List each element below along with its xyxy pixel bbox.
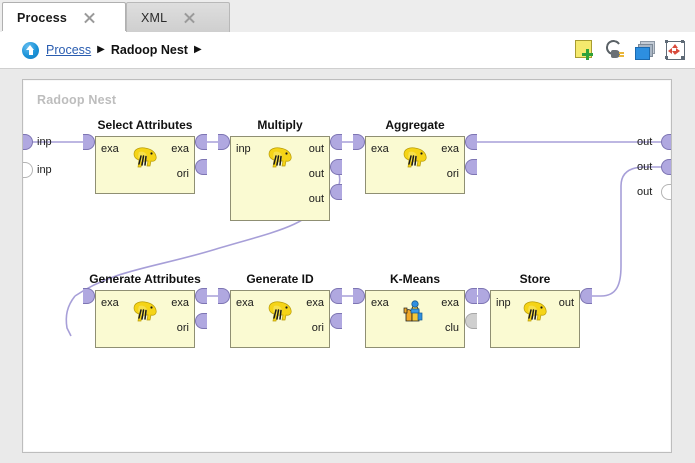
breadcrumb-separator-icon: ▶ — [97, 44, 105, 55]
input-port-label: exa — [371, 143, 389, 155]
nest-input-port-2-label: inp — [37, 164, 52, 176]
operator-output-port[interactable] — [465, 288, 477, 304]
process-toolbar — [574, 38, 685, 60]
breadcrumb-current: Radoop Nest — [110, 43, 188, 57]
operator-title: Generate ID — [246, 272, 314, 286]
operator-output-port[interactable] — [330, 159, 342, 175]
breadcrumb: Process ▶ Radoop Nest ▶ — [22, 40, 208, 60]
connect-ports-button[interactable] — [604, 38, 625, 60]
operator-title: Aggregate — [385, 118, 445, 132]
clustering-icon — [400, 299, 430, 325]
operator-title: K-Means — [389, 272, 440, 286]
operator-title: Multiply — [257, 118, 303, 132]
input-port-label: exa — [101, 297, 119, 309]
output-port-label: out — [308, 143, 324, 155]
operator-title: Generate Attributes — [89, 272, 201, 286]
nest-input-port-1-label: inp — [37, 136, 52, 148]
new-operator-button[interactable] — [574, 39, 595, 60]
input-port-label: inp — [236, 143, 251, 155]
breadcrumb-bar: Process ▶ Radoop Nest ▶ — [0, 32, 695, 69]
input-port-label: exa — [236, 297, 254, 309]
input-port-label: inp — [496, 297, 511, 309]
operator-output-port[interactable] — [330, 288, 342, 304]
output-port-label: exa — [306, 297, 324, 309]
operator-output-port[interactable] — [465, 134, 477, 150]
output-port-label: clu — [444, 322, 459, 334]
hadoop-elephant-icon — [265, 299, 295, 325]
operator-input-port[interactable] — [353, 288, 365, 304]
operator-output-port[interactable] — [465, 313, 477, 329]
operator-output-port[interactable] — [195, 134, 207, 150]
output-port-label: ori — [176, 322, 189, 334]
active-tab-underline — [2, 31, 126, 33]
operator-body[interactable]: exa exa ori — [95, 290, 195, 348]
breadcrumb-separator-icon: ▶ — [193, 44, 202, 55]
hadoop-elephant-icon — [520, 299, 550, 325]
output-port-label: exa — [171, 143, 189, 155]
tab-xml[interactable]: XML — [126, 2, 230, 32]
output-port-label: ori — [311, 322, 324, 334]
operator-body[interactable]: exa exa ori — [95, 136, 195, 194]
hadoop-elephant-icon — [130, 299, 160, 325]
output-port-label: exa — [441, 297, 459, 309]
input-port-label: exa — [371, 297, 389, 309]
output-port-label: out — [558, 297, 574, 309]
operator-output-port[interactable] — [580, 288, 592, 304]
nest-output-port-2-label: out — [637, 161, 653, 173]
operator-body[interactable]: inp out out out — [230, 136, 330, 221]
operator-output-port[interactable] — [330, 313, 342, 329]
breadcrumb-root-link[interactable]: Process — [46, 43, 92, 57]
output-port-label: out — [308, 193, 324, 205]
output-port-label: ori — [176, 168, 189, 180]
operator-input-port[interactable] — [353, 134, 365, 150]
output-port-label: ori — [446, 168, 459, 180]
hadoop-elephant-icon — [130, 145, 160, 171]
close-icon[interactable] — [183, 11, 196, 24]
operator-title: Select Attributes — [97, 118, 193, 132]
operator-input-port[interactable] — [83, 134, 95, 150]
tab-process-label: Process — [17, 10, 68, 25]
input-port-label: exa — [101, 143, 119, 155]
close-icon[interactable] — [83, 11, 96, 24]
up-arrow-circle-icon[interactable] — [22, 41, 39, 59]
hadoop-elephant-icon — [400, 145, 430, 171]
operator-output-port[interactable] — [195, 159, 207, 175]
operator-output-port[interactable] — [195, 288, 207, 304]
nest-title: Radoop Nest — [37, 93, 117, 107]
operator-body[interactable]: exa exa ori — [230, 290, 330, 348]
output-port-label: exa — [441, 143, 459, 155]
output-port-label: exa — [171, 297, 189, 309]
operator-output-port[interactable] — [465, 159, 477, 175]
tab-process[interactable]: Process — [2, 2, 126, 32]
operator-input-port[interactable] — [478, 288, 490, 304]
fit-to-screen-button[interactable] — [664, 39, 685, 60]
process-canvas[interactable]: Radoop Nest — [22, 79, 672, 453]
tab-bar: Process XML — [0, 0, 695, 33]
operator-output-port[interactable] — [195, 313, 207, 329]
process-editor-area: Radoop Nest — [0, 69, 695, 463]
operator-output-port[interactable] — [330, 134, 342, 150]
operator-body[interactable]: exa exa clu — [365, 290, 465, 348]
hadoop-elephant-icon — [265, 145, 295, 171]
output-port-label: out — [308, 168, 324, 180]
operator-input-port[interactable] — [218, 288, 230, 304]
arrange-layers-button[interactable] — [634, 39, 655, 60]
operator-body[interactable]: inp out — [490, 290, 580, 348]
operator-input-port[interactable] — [218, 134, 230, 150]
operator-title: Store — [519, 272, 551, 286]
operator-body[interactable]: exa exa ori — [365, 136, 465, 194]
tab-xml-label: XML — [141, 10, 168, 25]
nest-output-port-3-label: out — [637, 186, 653, 198]
operator-output-port[interactable] — [330, 184, 342, 200]
nest-output-port-1-label: out — [637, 136, 653, 148]
operator-input-port[interactable] — [83, 288, 95, 304]
